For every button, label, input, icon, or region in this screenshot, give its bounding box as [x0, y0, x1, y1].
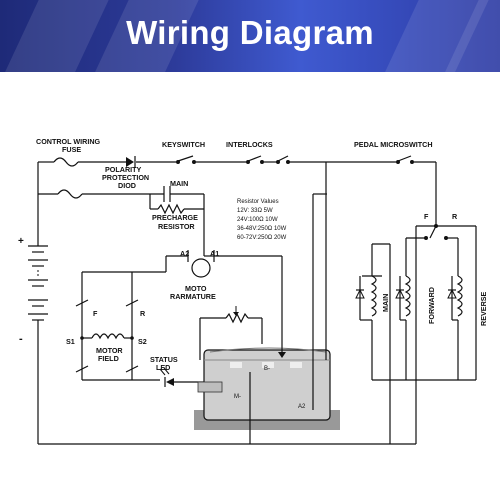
wiring-diagram: CONTROL WIRING FUSE POLARITY PROTECTION …: [18, 137, 488, 445]
polarity-label-2: PROTECTION: [102, 173, 149, 182]
controller-b-terminal: B-: [264, 366, 270, 372]
polarity-diode-symbol: [126, 156, 136, 168]
control-fuse-symbol: [53, 157, 79, 167]
keyswitch-label: KEYSWITCH: [162, 140, 205, 149]
resistor-value-24v: 24V:100Ω 10W: [237, 217, 278, 223]
pedal-microswitch-symbol: [396, 155, 414, 164]
main-contact-label: MAIN: [170, 179, 188, 188]
field-s1: S1: [66, 337, 75, 346]
main-coil: [355, 275, 382, 321]
armature-label-1: MOTO: [185, 284, 207, 293]
battery-minus: -: [19, 333, 23, 345]
armature-label-2: RARMATURE: [170, 292, 216, 301]
page-title: Wiring Diagram: [126, 14, 374, 51]
resistor-values-table: Resistor Values 12V: 33Ω 5W 24V:100Ω 10W…: [237, 199, 287, 241]
pedal-microswitch-label: PEDAL MICROSWITCH: [354, 140, 433, 149]
status-led-label-1: STATUS: [150, 355, 178, 364]
field-f: F: [93, 309, 98, 318]
field-r: R: [140, 309, 146, 318]
resistor-value-12v: 12V: 33Ω 5W: [237, 208, 273, 214]
resistor-values-heading: Resistor Values: [237, 199, 279, 205]
control-fuse-label-2: FUSE: [62, 145, 81, 154]
field-s2: S2: [138, 337, 147, 346]
battery-plus: +: [18, 236, 24, 247]
field-label-2: FIELD: [98, 354, 119, 363]
control-fuse-label-1: CONTROL WIRING: [36, 137, 101, 146]
interlocks-label: INTERLOCKS: [226, 140, 273, 149]
polarity-label-3: DIOD: [118, 181, 136, 190]
resistor-value-60-72v: 60-72V:250Ω 20W: [237, 235, 287, 241]
keyswitch-symbol: [176, 155, 196, 164]
field-label-1: MOTOR: [96, 346, 123, 355]
top-rail: [38, 161, 437, 226]
switch-r: R: [452, 212, 458, 221]
title-banner: Wiring Diagram: [0, 0, 500, 72]
status-led-label-2: LED: [156, 363, 170, 372]
controller-wiring: [132, 162, 327, 444]
switch-f: F: [424, 212, 429, 221]
reverse-coil: [447, 275, 463, 321]
coil-rails: [371, 225, 477, 444]
precharge-label-2: RESISTOR: [158, 222, 195, 231]
controller-a2-terminal: A2: [298, 404, 306, 410]
throttle-potentiometer: [199, 306, 263, 360]
interlocks-symbol: [246, 155, 290, 164]
motor-field-circuit: [75, 272, 139, 381]
resistor-value-36-48v: 36-48V:250Ω 10W: [237, 226, 287, 232]
coil-reverse-label: REVERSE: [479, 291, 488, 326]
battery-rail: [28, 162, 416, 445]
armature-a1: A1: [210, 249, 219, 258]
power-fuse-branch: [38, 186, 205, 256]
controller-m-terminal: M-: [234, 394, 241, 400]
coil-forward-label: FORWARD: [427, 287, 436, 324]
polarity-label-1: POLARITY: [105, 165, 142, 174]
coil-main-label: MAIN: [381, 294, 390, 312]
forward-coil: [395, 275, 411, 321]
motor-controller: [194, 347, 340, 430]
precharge-label-1: PRECHARGE: [152, 213, 198, 222]
armature-a2: A2: [180, 249, 189, 258]
motor-armature-symbol: [82, 250, 216, 278]
